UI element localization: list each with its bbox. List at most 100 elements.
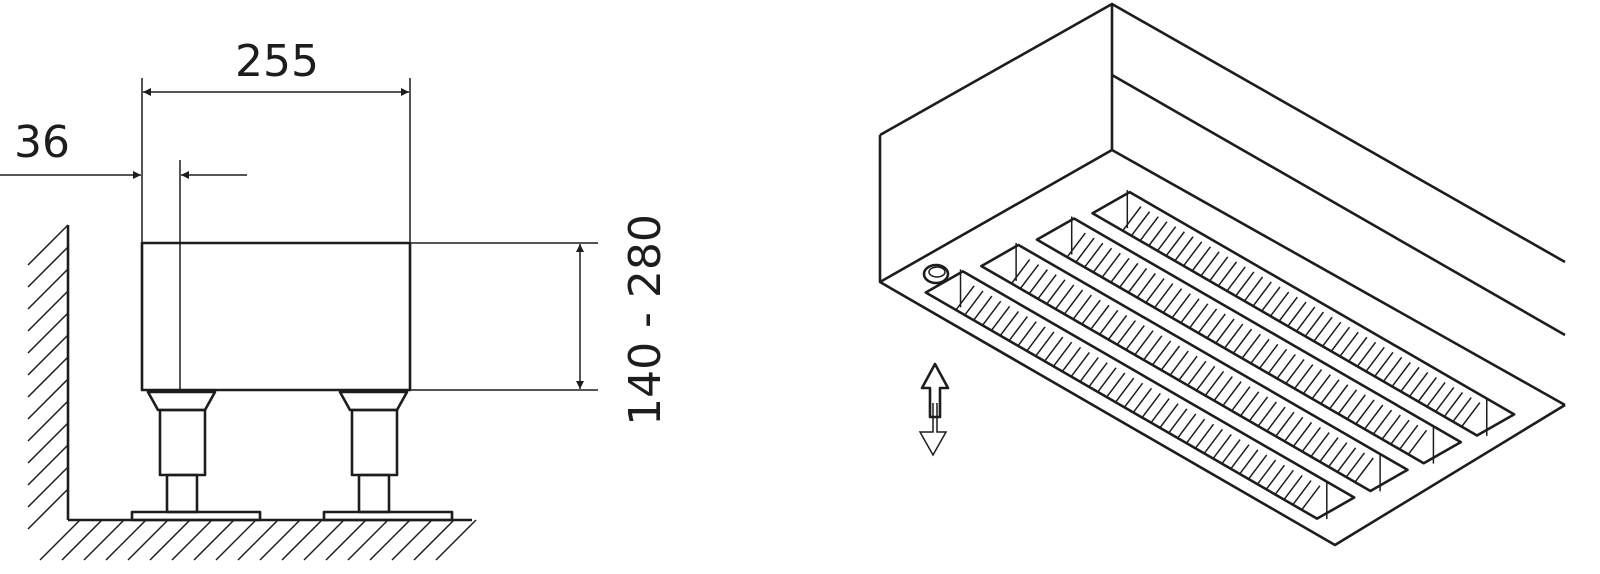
- fin: [1382, 356, 1403, 383]
- floor-hatch: [39, 519, 477, 561]
- hatch-line: [369, 519, 411, 561]
- fin: [1185, 418, 1206, 445]
- fin: [1274, 411, 1295, 438]
- fin: [1221, 381, 1242, 407]
- fin: [1173, 236, 1194, 262]
- fin: [972, 295, 993, 322]
- fin: [1142, 335, 1163, 361]
- fin: [1176, 413, 1197, 439]
- fin: [1345, 452, 1366, 478]
- fin: [1162, 288, 1183, 314]
- fin: [1199, 251, 1220, 277]
- fin: [1098, 309, 1119, 336]
- fin: [1197, 308, 1218, 334]
- fin: [1260, 286, 1281, 313]
- fin: [1043, 336, 1064, 363]
- hatch-line: [127, 519, 169, 561]
- fin: [1230, 386, 1251, 412]
- fin: [1081, 299, 1101, 326]
- fin: [1407, 429, 1428, 456]
- fin: [1354, 457, 1374, 484]
- fin: [1118, 262, 1139, 289]
- fin: [1265, 464, 1286, 491]
- fin: [1206, 313, 1226, 339]
- fin: [1256, 459, 1277, 486]
- box-inner-edges: [879, 4, 1566, 407]
- leg-left: [130, 390, 262, 522]
- hatch-line: [259, 519, 301, 561]
- fin: [1156, 226, 1177, 252]
- fin: [1017, 321, 1037, 347]
- fin: [1295, 306, 1316, 333]
- fin: [1292, 421, 1313, 448]
- fin: [1302, 369, 1323, 395]
- hatch-line: [281, 519, 323, 561]
- fin: [1223, 323, 1244, 350]
- fin: [1293, 364, 1314, 390]
- fin: [1311, 374, 1331, 400]
- hatch-line: [39, 519, 81, 561]
- fin: [1276, 353, 1296, 380]
- fin: [1096, 367, 1117, 393]
- fin: [1278, 296, 1298, 323]
- fin: [1177, 355, 1198, 382]
- hatch-line: [27, 312, 69, 354]
- fin: [1191, 246, 1212, 272]
- fin: [1212, 434, 1232, 460]
- fin: [1283, 475, 1303, 501]
- fin: [1008, 316, 1028, 342]
- hatch-line: [303, 519, 345, 561]
- fin: [1443, 392, 1464, 418]
- fin: [1158, 403, 1179, 429]
- hatch-line: [27, 290, 69, 332]
- fin: [1229, 444, 1250, 470]
- fin: [1301, 427, 1321, 453]
- fin: [1107, 314, 1128, 341]
- fin: [1434, 387, 1455, 413]
- fin: [954, 285, 975, 311]
- fin: [1087, 362, 1108, 388]
- fin: [1239, 391, 1260, 417]
- hatch-line: [193, 519, 235, 561]
- fin: [1249, 338, 1270, 365]
- isometric-view: [878, 2, 1566, 547]
- fin: [963, 290, 984, 316]
- fin: [1101, 252, 1121, 279]
- fin: [1347, 336, 1368, 363]
- fin: [1133, 330, 1154, 356]
- fin: [1381, 414, 1401, 441]
- fin: [1194, 423, 1215, 450]
- fin: [1339, 331, 1359, 358]
- fin: [1304, 311, 1325, 338]
- fin: [1321, 321, 1342, 348]
- grille-slot: [1091, 190, 1516, 437]
- fin: [1291, 480, 1312, 506]
- height-dimension: 140 - 280: [410, 214, 671, 426]
- hatch-line: [391, 519, 433, 561]
- fin: [1165, 231, 1185, 257]
- fin: [1328, 384, 1349, 410]
- valve-icon: [922, 263, 950, 285]
- fin: [1025, 326, 1046, 352]
- hatch-line: [149, 519, 191, 561]
- fin: [1203, 428, 1223, 455]
- hatch-line: [237, 519, 279, 561]
- fin: [1241, 333, 1261, 360]
- hatch-line: [215, 519, 257, 561]
- fin: [1151, 340, 1172, 366]
- fin: [1141, 393, 1161, 419]
- fin: [1169, 350, 1189, 377]
- hatch-line: [61, 519, 103, 561]
- fin: [1257, 401, 1277, 428]
- fin: [1286, 301, 1307, 328]
- fin: [1337, 389, 1358, 415]
- fin: [1204, 370, 1225, 397]
- fin: [1312, 316, 1333, 343]
- fin: [1144, 278, 1165, 304]
- fin: [1408, 371, 1429, 398]
- fin: [1232, 328, 1253, 355]
- fin: [990, 305, 1011, 332]
- fin: [1116, 320, 1137, 346]
- fin: [1213, 376, 1233, 402]
